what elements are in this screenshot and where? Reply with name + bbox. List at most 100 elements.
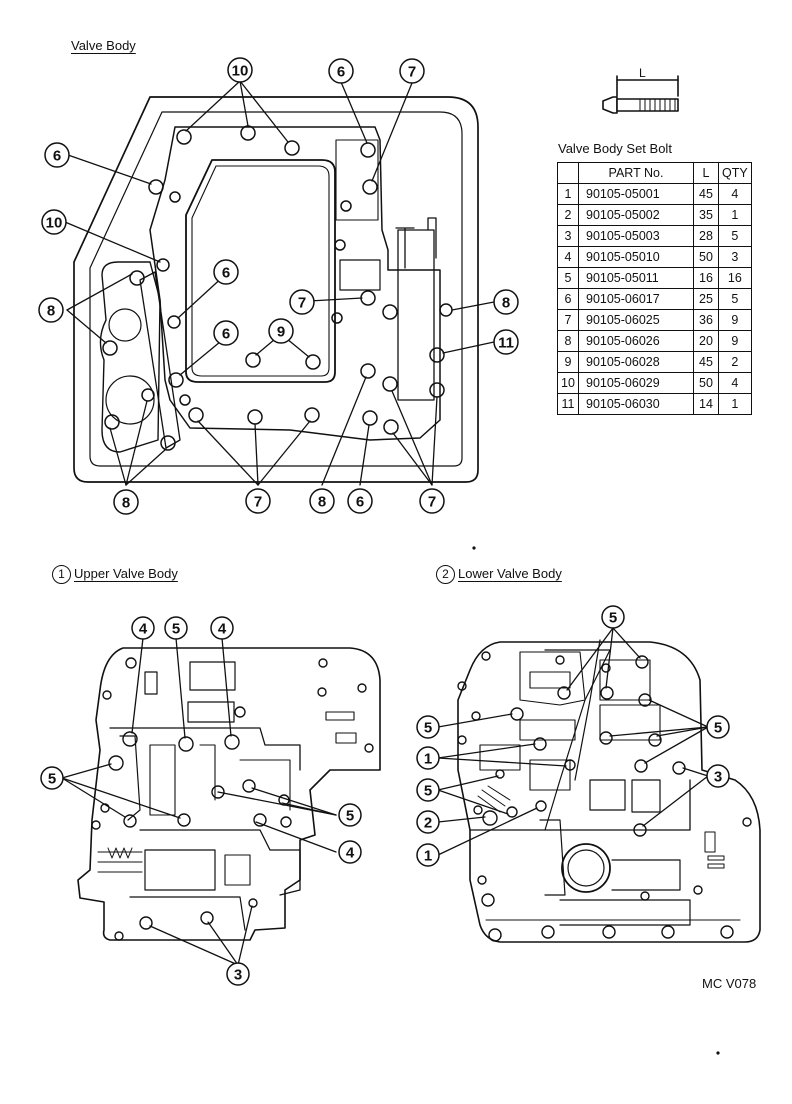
row-length: 20 (693, 330, 719, 352)
callout-marker (416, 715, 440, 739)
callout-marker (419, 488, 445, 514)
lower-valve-body-heading-text: Lower Valve Body (458, 565, 562, 581)
callout-marker (131, 616, 155, 640)
callout-marker (245, 488, 271, 514)
callout-number: 7 (254, 494, 262, 511)
row-length: 36 (693, 309, 719, 331)
callout-number: 8 (47, 303, 55, 320)
callout-number: 6 (337, 64, 345, 81)
callout-marker (164, 616, 188, 640)
callout-number: 2 (424, 815, 432, 832)
callout-number: 8 (122, 495, 130, 512)
callout-marker (416, 746, 440, 770)
callout-number: 8 (502, 295, 510, 312)
callout-number: 6 (222, 265, 230, 282)
callout-number: 5 (424, 720, 432, 737)
callout-marker (706, 764, 730, 788)
callout-marker (44, 142, 70, 168)
callout-marker (347, 488, 373, 514)
callout-marker (493, 289, 519, 315)
callout-marker (338, 803, 362, 827)
callout-marker (41, 209, 67, 235)
callout-marker (338, 840, 362, 864)
callout-marker (227, 57, 253, 83)
callout-marker (309, 488, 335, 514)
valve-body-heading-text: Valve Body (71, 38, 136, 53)
callout-number: 5 (172, 621, 180, 638)
row-part-no: 90105-06029 (578, 372, 694, 394)
callout-number: 7 (428, 494, 436, 511)
callout-marker (113, 489, 139, 515)
callout-marker (416, 778, 440, 802)
callout-marker (328, 58, 354, 84)
callout-number: 5 (609, 610, 617, 627)
callout-number: 7 (298, 295, 306, 312)
upper-valve-body-number: 1 (52, 565, 71, 584)
row-length: 14 (693, 393, 719, 415)
callout-number: 4 (218, 621, 227, 638)
callout-number: 5 (424, 783, 432, 800)
callout-number: 10 (46, 215, 63, 232)
callout-marker (210, 616, 234, 640)
callout-number: 5 (346, 808, 354, 825)
callout-marker (493, 329, 519, 355)
upper-valve-body-drawing (77, 647, 381, 941)
row-part-no: 90105-06028 (578, 351, 694, 373)
upper-callout-leaders (61, 637, 337, 966)
row-length: 16 (693, 267, 719, 289)
callout-number: 6 (222, 326, 230, 343)
callout-number: 6 (356, 494, 364, 511)
row-qty: 1 (718, 393, 752, 415)
reference-code: MC V078 (702, 976, 757, 991)
callout-number: 1 (424, 751, 432, 768)
lower-callout-leaders (437, 627, 709, 856)
callout-marker (38, 297, 64, 323)
main-valve-body-drawing (73, 96, 479, 483)
row-part-no: 90105-05003 (578, 225, 694, 247)
callout-marker (213, 259, 239, 285)
valve-body-heading: Valve Body (71, 38, 136, 53)
table-title: Valve Body Set Bolt (558, 141, 672, 156)
row-length: 35 (693, 204, 719, 226)
callout-marker (706, 715, 730, 739)
upper-valve-body-heading-text: Upper Valve Body (74, 565, 178, 581)
row-part-no: 90105-06025 (578, 309, 694, 331)
callout-marker (226, 962, 250, 986)
row-part-no: 90105-06017 (578, 288, 694, 310)
callout-marker (289, 289, 315, 315)
callout-marker (416, 843, 440, 867)
callout-marker (40, 766, 64, 790)
callout-number: 4 (346, 845, 355, 862)
callout-number: 3 (714, 769, 722, 786)
callout-number: 9 (277, 324, 285, 341)
row-index: 11 (557, 393, 579, 415)
row-length: 50 (693, 372, 719, 394)
lower-valve-body-number: 2 (436, 565, 455, 584)
row-qty: 16 (718, 267, 752, 289)
row-length: 45 (693, 351, 719, 373)
callout-number: 5 (714, 720, 722, 737)
row-length: 25 (693, 288, 719, 310)
callout-marker (416, 810, 440, 834)
callout-number: 3 (234, 967, 242, 984)
callout-number: 6 (53, 148, 61, 165)
callout-number: 4 (139, 621, 148, 638)
callout-marker (601, 605, 625, 629)
row-part-no: 90105-06030 (578, 393, 694, 415)
table-header-qty: QTY (718, 162, 752, 184)
callout-number: 1 (424, 848, 432, 865)
bolt-drawing (602, 75, 679, 114)
callout-number: 10 (232, 63, 249, 80)
row-part-no: 90105-05011 (578, 267, 694, 289)
callout-number: 7 (408, 64, 416, 81)
callout-number: 11 (498, 335, 514, 352)
